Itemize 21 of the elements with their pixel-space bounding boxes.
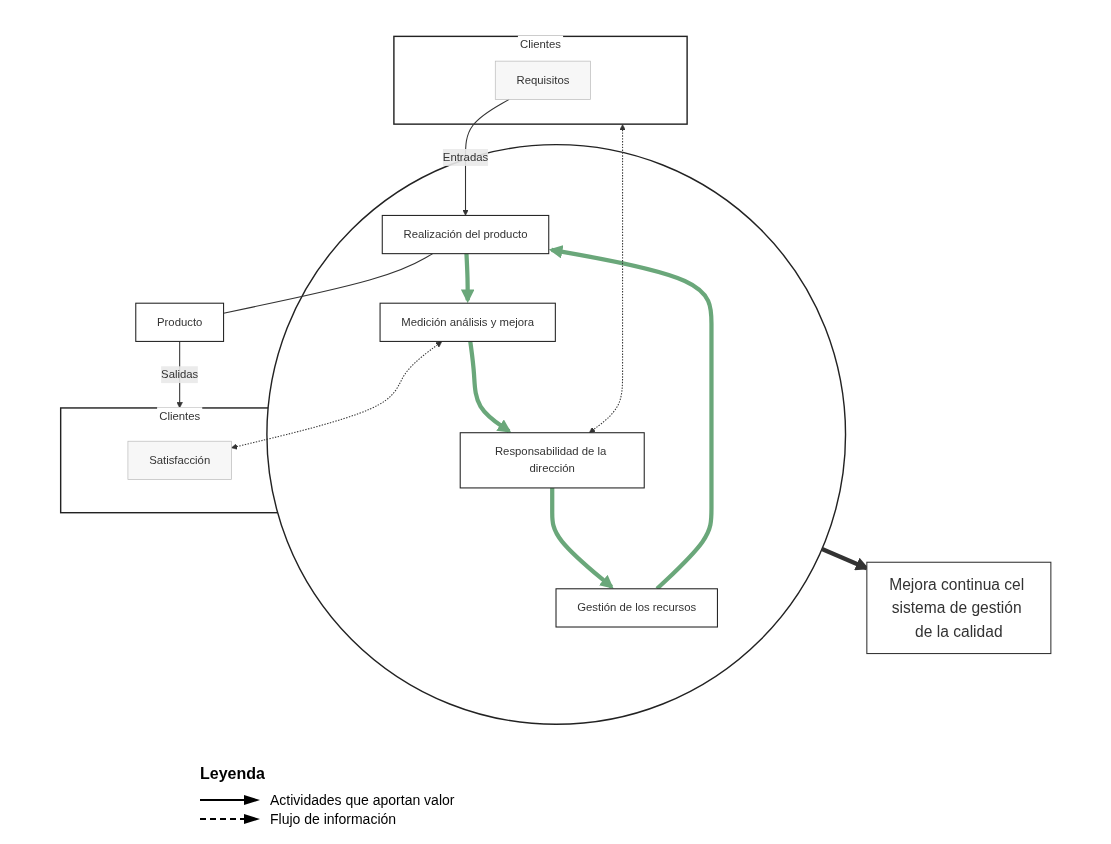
node-box: Requisitos [494, 60, 591, 100]
edge-label: Entradas [442, 150, 488, 163]
edge-label: Salidas [160, 367, 198, 380]
node-box: Producto [135, 302, 224, 342]
arrow [460, 253, 475, 303]
node-box: Satisfacción [127, 440, 232, 480]
legend-title: Leyenda [200, 765, 265, 783]
legend-text: Actividades que aportan valor [270, 792, 455, 808]
arrow [549, 487, 614, 589]
arrow [462, 98, 510, 216]
legend-text: Flujo de información [270, 811, 397, 827]
arrow [548, 244, 714, 590]
node-box: Medición análisis y mejora [379, 302, 556, 342]
arrow [467, 340, 512, 433]
node-box: Responsabilidad de la dirección [459, 431, 645, 488]
node-box: Mejora continua cel sistema de gestión de la calidad [866, 561, 1052, 654]
node-box: Realización del producto [381, 214, 549, 254]
cluster [265, 143, 846, 725]
arrow [588, 123, 626, 433]
node-box: Gestión de los recursos [555, 587, 718, 628]
arrow [230, 340, 442, 450]
